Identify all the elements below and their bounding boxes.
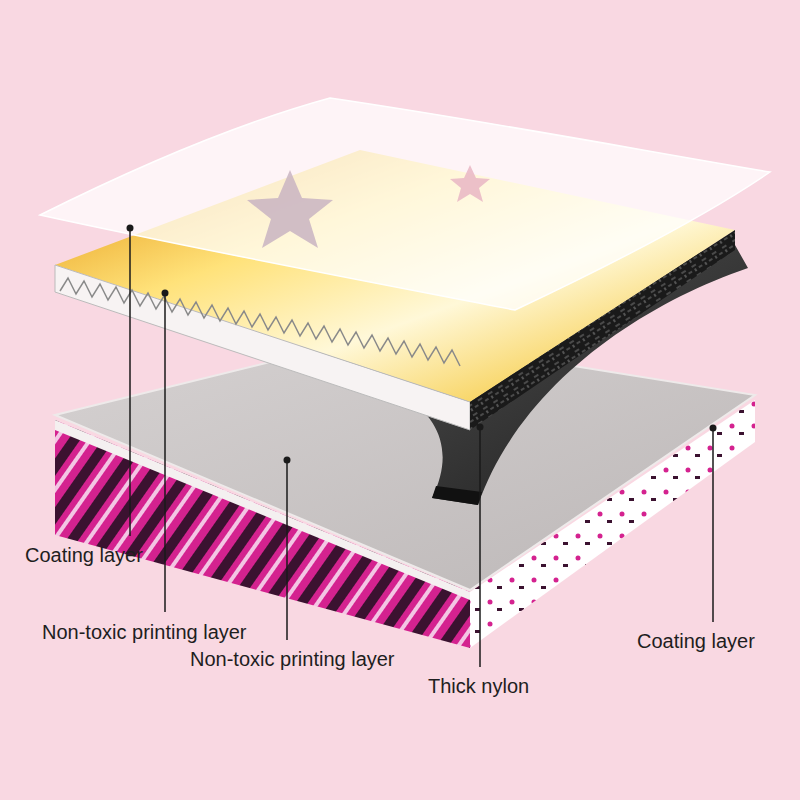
leader-line xyxy=(712,428,714,622)
leader-dot xyxy=(477,424,484,431)
part-label: Coating layer xyxy=(637,629,755,653)
star-mark xyxy=(247,170,333,248)
nylon-edge xyxy=(432,486,482,505)
part-label: Non-toxic printing layer xyxy=(190,647,395,671)
zigzag-pattern xyxy=(60,278,460,366)
leader-dot xyxy=(162,290,169,297)
leader-dots xyxy=(127,225,717,464)
leader-line xyxy=(479,427,481,667)
leader-lines xyxy=(130,228,713,667)
coating-sheet xyxy=(40,98,770,310)
leader-line xyxy=(286,460,288,640)
part-label: Non-toxic printing layer xyxy=(42,620,247,644)
leader-line xyxy=(129,228,131,536)
part-label: Thick nylon xyxy=(428,674,529,698)
leader-dot xyxy=(710,425,717,432)
star-mark xyxy=(450,165,490,202)
leader-dot xyxy=(127,225,134,232)
part-label: Coating layer xyxy=(25,543,143,567)
leader-line xyxy=(164,293,166,612)
leader-dot xyxy=(284,457,291,464)
